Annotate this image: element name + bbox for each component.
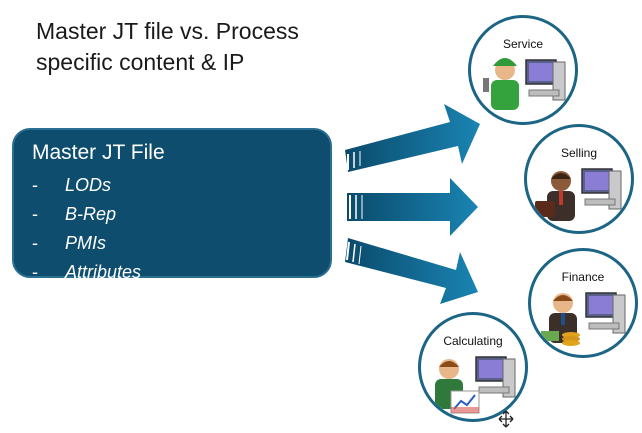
list-item-label: Attributes xyxy=(65,262,142,282)
slide-title: Master JT file vs. Process specific cont… xyxy=(36,16,299,78)
list-item-label: PMIs xyxy=(65,233,107,253)
process-label: Calculating xyxy=(443,334,503,348)
process-node-service: Service xyxy=(468,15,578,125)
salesperson-icon xyxy=(535,168,622,221)
list-item: - LODs xyxy=(32,171,141,200)
bullet-dash: - xyxy=(32,175,38,195)
master-jt-file-box: Master JT File - LODs - B-Rep - PMIs - Attri… xyxy=(12,128,332,282)
bullet-dash: - xyxy=(32,204,38,224)
finance-person-icon xyxy=(541,292,626,346)
master-box-title: Master JT File xyxy=(32,141,165,164)
slide-title-line2: specific content & IP xyxy=(36,49,245,75)
process-node-finance: Finance xyxy=(528,248,638,358)
process-label: Selling xyxy=(560,146,598,160)
process-label: Service xyxy=(502,37,543,51)
arrow-to-finance xyxy=(345,238,478,304)
calculating-person-icon xyxy=(435,356,516,414)
move-cursor-icon xyxy=(498,410,514,428)
process-node-calculating: Calculating xyxy=(418,312,528,422)
bullet-dash: - xyxy=(32,233,38,253)
list-item: - Attributes xyxy=(32,258,141,287)
list-item: - PMIs xyxy=(32,229,141,258)
bullet-dash: - xyxy=(32,262,38,282)
arrow-to-service xyxy=(345,104,480,172)
slide-title-line1: Master JT file vs. Process xyxy=(36,18,299,44)
master-content-list: - LODs - B-Rep - PMIs - Attributes xyxy=(32,171,141,287)
process-node-selling: Selling xyxy=(524,124,634,234)
list-item-label: LODs xyxy=(65,175,112,195)
process-label: Finance xyxy=(561,270,605,284)
list-item-label: B-Rep xyxy=(65,204,117,224)
arrow-to-selling xyxy=(347,178,478,236)
list-item: - B-Rep xyxy=(32,200,141,229)
service-person-icon xyxy=(483,58,566,110)
